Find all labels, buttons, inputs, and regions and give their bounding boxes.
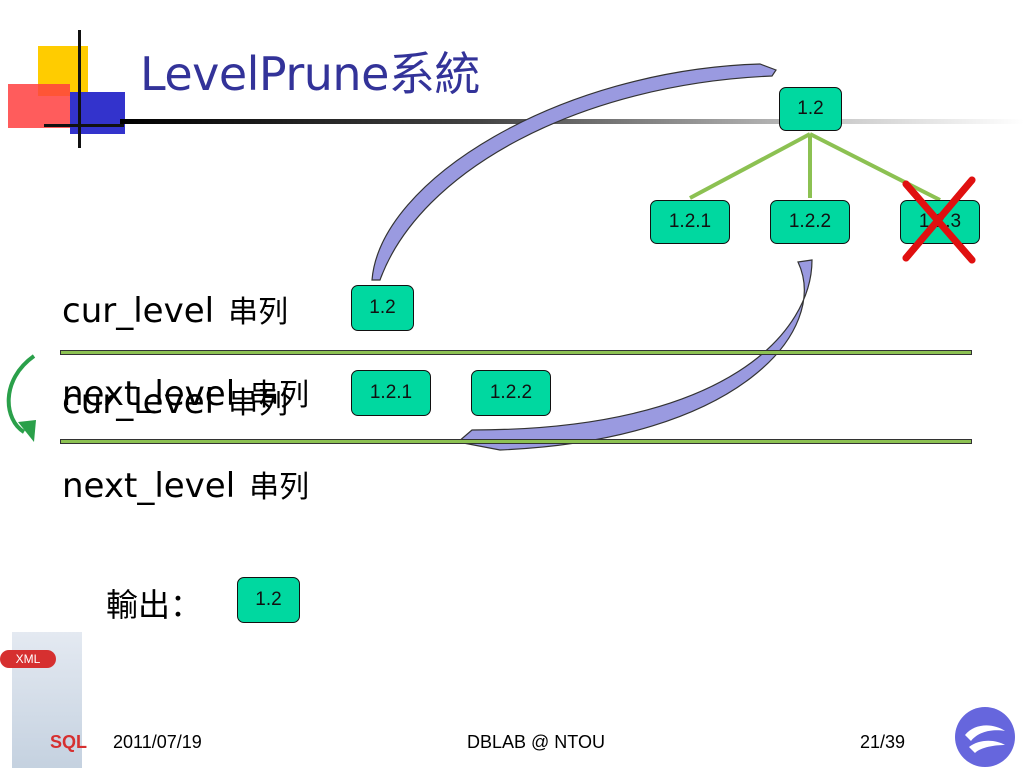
divider-line <box>60 439 972 444</box>
output-value: 1.2 <box>237 577 300 623</box>
tree-root-node: 1.2 <box>779 87 842 131</box>
tree-child-node: 1.2.1 <box>650 200 730 244</box>
list-item: 1.2.2 <box>471 370 551 416</box>
arrow-from-child <box>456 259 813 451</box>
tree-child-node: 1.2.2 <box>770 200 850 244</box>
dblab-logo: XML SQL <box>0 632 100 768</box>
title-decoration <box>0 30 140 160</box>
arrow-to-root <box>371 63 777 281</box>
output-label: 輸出： <box>106 586 203 624</box>
cycle-arrow <box>6 354 36 434</box>
list-item: 1.2.1 <box>351 370 431 416</box>
xml-badge: XML <box>0 650 56 668</box>
sql-text: SQL <box>50 732 88 752</box>
title-underline <box>120 119 1024 124</box>
cur-level-item: 1.2 <box>351 285 414 331</box>
footer-center: DBLAB @ NTOU <box>467 732 605 752</box>
footer-page-number: 21/39 <box>860 732 906 752</box>
footer-date: 2011/07/19 <box>113 732 202 752</box>
university-logo-icon <box>955 707 1015 767</box>
page-title: LevelPrune系統 <box>140 47 480 101</box>
tree-edges <box>689 132 941 202</box>
divider-line <box>60 350 972 355</box>
